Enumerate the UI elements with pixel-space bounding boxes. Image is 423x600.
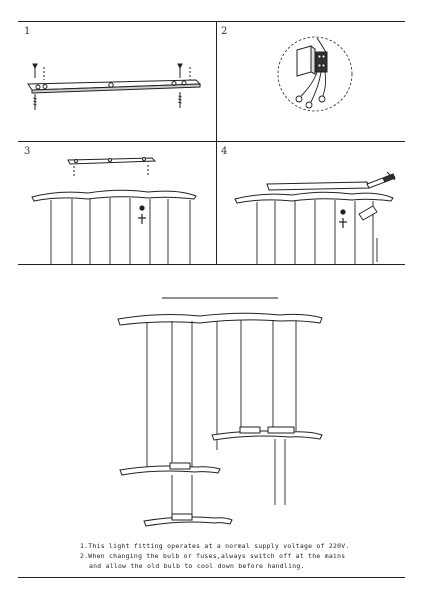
rod-set	[146, 320, 297, 470]
wire-connector-icon	[358, 205, 378, 262]
mounting-bracket	[27, 79, 202, 94]
step-3-panel	[18, 142, 216, 264]
screwdriver-icon	[366, 171, 396, 189]
lower-right-tier	[211, 426, 323, 441]
step-number-2: 2	[221, 26, 228, 37]
step-4-panel	[217, 142, 405, 264]
middle-rule	[18, 141, 405, 142]
ground-icon	[138, 205, 146, 224]
canopy-cluster	[31, 189, 197, 202]
wire-leads	[295, 71, 327, 109]
screw-right-pair	[177, 63, 191, 108]
ceiling-plate	[266, 181, 370, 191]
assembled-fixture	[100, 285, 340, 537]
pendant-rods-4	[256, 200, 374, 264]
lower-rods	[171, 439, 286, 521]
middle-tier	[119, 462, 221, 476]
bottom-tier	[143, 513, 233, 527]
screw-left-pair	[32, 63, 45, 110]
center-divider	[216, 21, 217, 264]
note-2: 2.When changing the bulb or fuses,always…	[80, 552, 346, 560]
note-1: 1.This light fitting operates at a norma…	[80, 542, 350, 550]
canopy-cluster-4	[234, 191, 394, 204]
bracket-raised	[67, 157, 157, 176]
top-rule	[18, 21, 405, 22]
step-number-1: 1	[24, 26, 31, 37]
step-number-4: 4	[221, 146, 228, 157]
step-2-panel	[217, 22, 405, 140]
step-number-3: 3	[24, 146, 31, 157]
step-1-panel	[18, 22, 216, 140]
wire-connector-icon	[296, 45, 328, 77]
section-rule	[18, 264, 405, 265]
screwdriver-icon	[316, 37, 328, 55]
note-2-continued: and allow the old bulb to cool down befo…	[89, 562, 305, 570]
pendant-rods	[50, 198, 191, 264]
safety-notes: 1.This light fitting operates at a norma…	[80, 541, 380, 571]
top-canopy	[117, 312, 323, 326]
bottom-rule	[18, 577, 405, 578]
ground-icon	[339, 209, 347, 228]
detail-circle	[277, 36, 353, 112]
